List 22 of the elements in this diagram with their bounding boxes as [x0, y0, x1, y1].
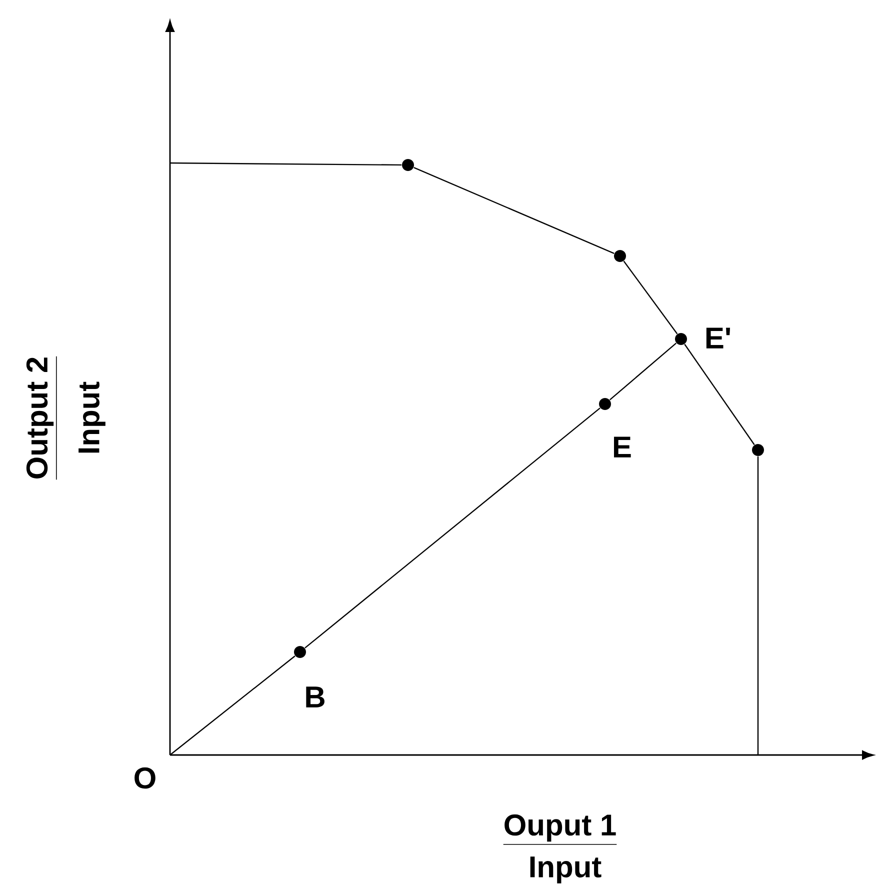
data-point: [599, 398, 611, 410]
axis-title: Output 2: [26, 356, 57, 480]
line: [684, 344, 755, 446]
line: [623, 260, 678, 334]
data-point: [675, 333, 687, 345]
axis-title: Input: [78, 382, 106, 453]
point-label: B: [306, 686, 324, 708]
line: [757, 456, 759, 755]
data-point: [402, 159, 414, 171]
point-label: E': [706, 328, 730, 348]
data-point: [294, 646, 306, 658]
line: [304, 408, 600, 648]
point-label: E: [614, 436, 631, 458]
line: [170, 656, 296, 756]
axis-title: Ouput 1: [502, 814, 618, 845]
data-point: [752, 444, 764, 456]
data-point: [614, 250, 626, 262]
line: [609, 342, 677, 400]
origin-label: O: [134, 767, 156, 789]
line: [170, 162, 402, 166]
axis-title: Input: [530, 856, 602, 884]
line: [414, 166, 614, 254]
